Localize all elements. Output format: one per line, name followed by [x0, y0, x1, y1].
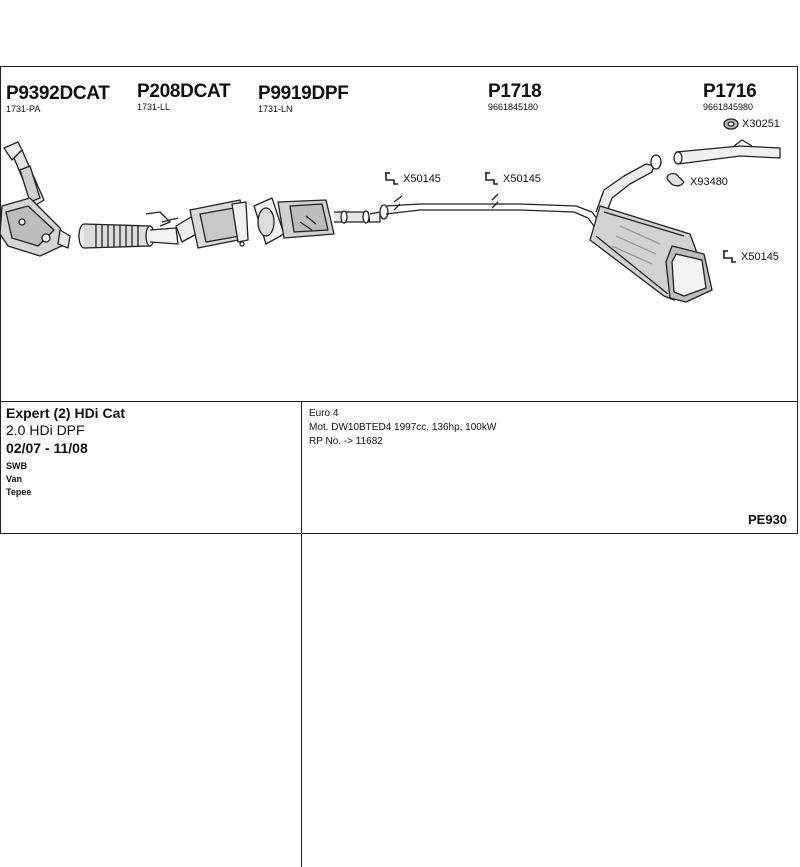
diagram-reference: PE930 [748, 512, 788, 527]
vehicle-variant: SWB [6, 461, 27, 471]
clamp-x50145-a: X50145 [384, 172, 441, 186]
rp-number: RP No. -> 11682 [309, 436, 383, 447]
part-code: P9392DCAT [6, 83, 110, 104]
part-code: P1718 [488, 81, 542, 102]
motor-spec: Mot. DW10BTED4 1997cc, 136hp, 100kW [309, 422, 497, 433]
part-code: P208DCAT [137, 81, 231, 102]
tailpipe-shape [673, 139, 781, 165]
catalyst-p9392dcat-shape [0, 141, 71, 257]
hanger-icon [485, 172, 498, 185]
clamp-x93480-shape [666, 172, 685, 187]
catalyst-box-shape [175, 199, 249, 249]
part-ref: 9661845180 [488, 102, 539, 112]
part-ref: 9661845980 [703, 102, 754, 112]
part-label-p9919dpf: P9919DPF 1731-LN [258, 84, 349, 115]
clamp-x30251-label: X30251 [742, 118, 780, 130]
pipe-p1718-shape [334, 193, 599, 227]
vehicle-model: Expert (2) HDi Cat [6, 405, 126, 421]
vehicle-variant: Tepee [6, 487, 32, 497]
vehicle-engine: 2.0 HDi DPF [6, 422, 85, 438]
part-label-p1718: P1718 9661845180 [488, 81, 542, 113]
silencer-p1716-shape [589, 154, 713, 303]
part-label-p208dcat: P208DCAT 1731-LL [137, 81, 231, 113]
part-label-p9392dcat: P9392DCAT 1731-PA [6, 84, 110, 115]
clamp-x50145-b: X50145 [484, 172, 541, 186]
drawing-frame [0, 66, 798, 534]
frame-divider-horizontal [0, 401, 797, 402]
emission-standard: Euro 4 [309, 408, 339, 419]
hanger-icon [723, 250, 736, 263]
part-ref: 1731-LL [137, 102, 171, 112]
frame-divider-vertical [301, 401, 302, 867]
part-ref: 1731-LN [258, 104, 293, 114]
exhaust-system-diagram [0, 118, 781, 303]
vehicle-info: Expert (2) HDi Cat 2.0 HDi DPF 02/07 - 1… [6, 404, 125, 499]
part-code: P1716 [703, 81, 757, 102]
vehicle-dates: 02/07 - 11/08 [6, 440, 88, 456]
clamp-x50145-c: X50145 [722, 250, 779, 264]
dpf-p9919dpf-shape [253, 197, 335, 245]
vehicle-variant: Van [6, 474, 23, 484]
engine-specs: Euro 4 Mot. DW10BTED4 1997cc, 136hp, 100… [309, 407, 496, 449]
part-code: P9919DPF [258, 83, 349, 104]
part-label-p1716: P1716 9661845980 [703, 81, 757, 113]
hanger-icon [385, 172, 398, 185]
part-ref: 1731-PA [6, 104, 41, 114]
flexpipe-p208dcat-shape [78, 211, 179, 249]
clamp-x93480-label: X93480 [690, 176, 728, 188]
